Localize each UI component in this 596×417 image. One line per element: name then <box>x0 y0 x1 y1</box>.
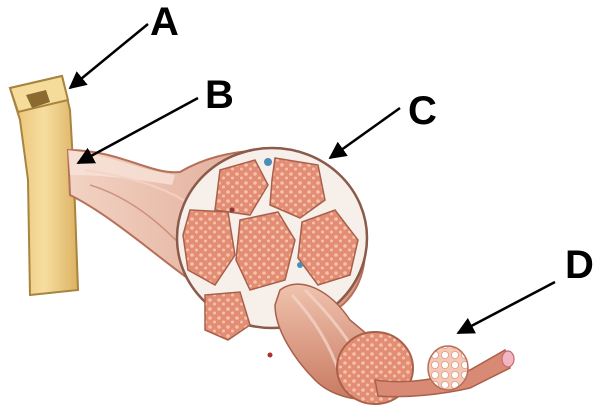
label-a: A <box>150 0 179 44</box>
label-b: B <box>205 73 234 117</box>
arrow-c <box>330 108 400 158</box>
label-d: D <box>565 243 594 287</box>
bone-illustration <box>10 76 78 295</box>
arrow-b <box>78 98 198 163</box>
arrow-a <box>70 24 148 88</box>
label-c: C <box>408 89 437 133</box>
arrow-d <box>458 282 555 333</box>
